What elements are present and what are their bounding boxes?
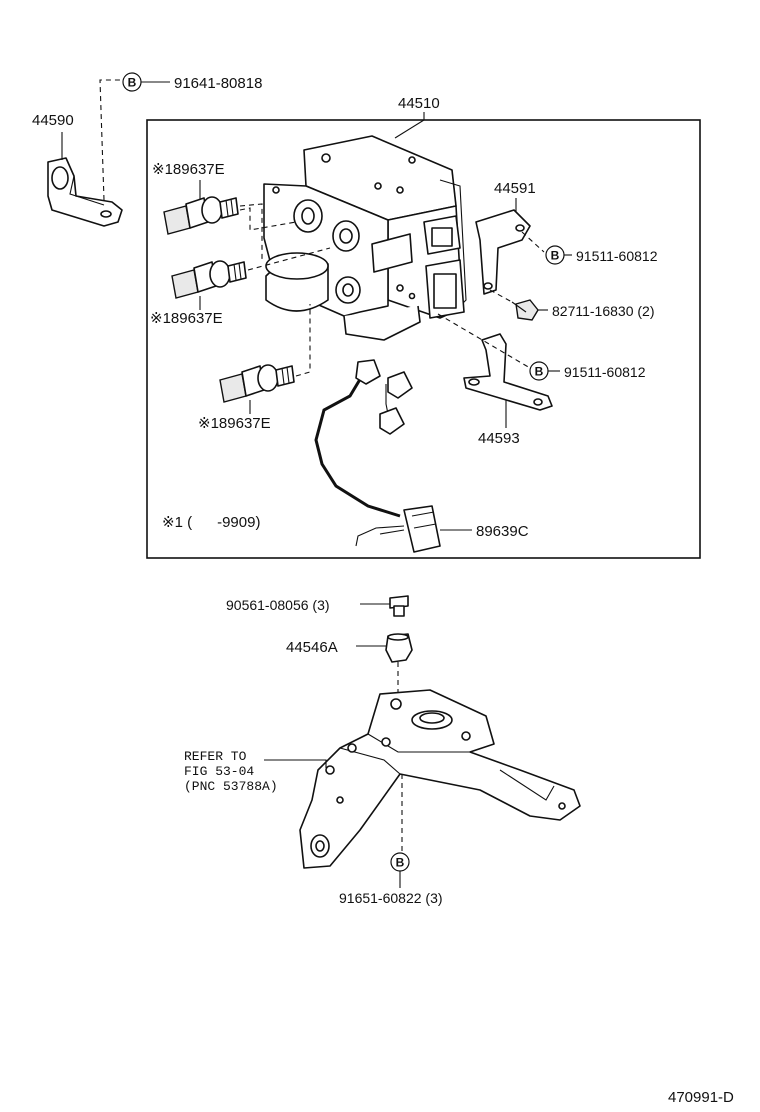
model-note: ※1 ( -9909): [162, 514, 260, 531]
clip-82711-icon: [511, 299, 539, 321]
label-44593: 44593: [478, 430, 520, 447]
pressure-sensor-icon-3: [219, 364, 295, 403]
label-44546a: 44546A: [286, 639, 338, 656]
fastener-guide-line: [99, 79, 122, 201]
pressure-sensor-icon-2: [171, 260, 247, 299]
label-91641-80818: 91641-80818: [174, 75, 262, 92]
bolt-90561-icon: [389, 595, 409, 617]
svg-text:B: B: [396, 856, 405, 870]
label-90561-08056: 90561-08056 (3): [226, 597, 330, 613]
label-82711-16830: 82711-16830 (2): [552, 303, 654, 319]
bolt-marker-b-4: B: [390, 852, 410, 872]
label-189637e-3: ※189637E: [198, 415, 271, 432]
wire-harness-icon: [314, 359, 441, 553]
label-189637e-2: ※189637E: [150, 310, 223, 327]
pressure-sensor-icon-1: [163, 196, 239, 235]
refer-line-3: (PNC 53788A): [184, 779, 278, 794]
abs-actuator-icon: [263, 135, 467, 341]
label-189637e-1: ※189637E: [152, 161, 225, 178]
bracket-44591-icon: [475, 209, 531, 295]
svg-text:B: B: [535, 365, 544, 379]
refer-line-2: FIG 53-04: [184, 764, 254, 779]
bolt-marker-b-3: B: [529, 361, 549, 381]
label-91511-60812-2: 91511-60812: [564, 364, 646, 380]
label-44591: 44591: [494, 180, 536, 197]
mount-bracket-icon: [299, 689, 581, 869]
svg-text:B: B: [551, 249, 560, 263]
diagram-id: 470991-D: [668, 1089, 734, 1106]
label-44510: 44510: [398, 95, 440, 112]
label-91651-60822: 91651-60822 (3): [339, 890, 443, 906]
cushion-44546a-icon: [385, 633, 413, 663]
label-91511-60812-1: 91511-60812: [576, 248, 658, 264]
bracket-44593-icon: [463, 333, 553, 411]
bracket-44590-icon: [47, 157, 123, 227]
label-44590: 44590: [32, 112, 74, 129]
svg-text:B: B: [128, 76, 137, 90]
refer-line-1: REFER TO: [184, 749, 247, 764]
bolt-marker-b-2: B: [545, 245, 565, 265]
bolt-marker-b-1: B: [122, 72, 142, 92]
label-89639c: 89639C: [476, 523, 529, 540]
